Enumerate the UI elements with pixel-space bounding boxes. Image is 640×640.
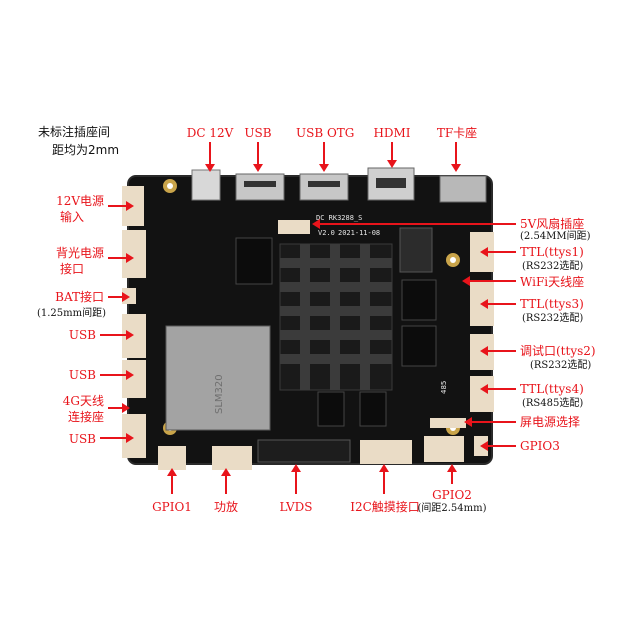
label-i2c: I2C触摸接口 bbox=[350, 500, 420, 514]
label-screen-power: 屏电源选择 bbox=[520, 415, 581, 429]
label-bat: BAT接口 bbox=[55, 290, 104, 304]
label-4g-line2: 连接座 bbox=[67, 410, 104, 424]
label-usb-left-1: USB bbox=[68, 328, 96, 342]
label-ttl1: TTL(ttys1) bbox=[520, 245, 584, 259]
label-gpio2: GPIO2 bbox=[432, 488, 472, 502]
silk-485: 485 bbox=[440, 381, 448, 394]
spacing-note-line2: 距均为2mm bbox=[52, 143, 120, 157]
connector-amp bbox=[212, 446, 252, 470]
label-ttl4-option: (RS485选配) bbox=[522, 398, 584, 409]
label-12v-line1: 12V电源 bbox=[56, 194, 104, 208]
label-ttl1-option: (RS232选配) bbox=[522, 261, 584, 272]
label-tf: TF卡座 bbox=[436, 126, 478, 140]
label-fan: 5V风扇插座 bbox=[520, 217, 585, 231]
silk-date: 2021-11-08 bbox=[338, 229, 380, 237]
connector-ttl4 bbox=[470, 376, 494, 412]
fan-header bbox=[278, 220, 310, 234]
dc-jack bbox=[191, 169, 221, 201]
memory-chip bbox=[317, 391, 345, 427]
connector-gpio1 bbox=[158, 446, 186, 470]
label-lvds: LVDS bbox=[279, 500, 313, 514]
label-bat-spacing: (1.25mm间距) bbox=[36, 308, 106, 319]
label-usb-left-2: USB bbox=[68, 368, 96, 382]
label-hdmi: HDMI bbox=[373, 126, 411, 140]
label-ttl4: TTL(ttys4) bbox=[520, 382, 584, 396]
connector-backlight bbox=[122, 230, 146, 278]
label-4g-line1: 4G天线 bbox=[62, 394, 104, 408]
tf-card-slot bbox=[439, 175, 487, 203]
4g-module bbox=[165, 325, 271, 431]
label-dc12v: DC 12V bbox=[186, 126, 234, 140]
label-usb-top: USB bbox=[244, 126, 272, 140]
label-12v-line2: 输入 bbox=[59, 210, 84, 224]
label-usb-left-3: USB bbox=[68, 432, 96, 446]
label-usb-otg: USB OTG bbox=[296, 126, 355, 140]
label-fan-spacing: (2.54MM间距) bbox=[520, 231, 591, 242]
spacing-note-line1: 未标注插座间 bbox=[38, 125, 111, 139]
connector-usb-2 bbox=[122, 360, 146, 398]
connector-i2c bbox=[360, 440, 412, 464]
label-backlight-line1: 背光电源 bbox=[55, 246, 104, 260]
label-backlight-line2: 接口 bbox=[59, 262, 84, 276]
label-gpio2-spacing: (间距2.54mm) bbox=[417, 503, 487, 514]
connector-usb-3 bbox=[122, 414, 146, 458]
label-ttl3: TTL(ttys3) bbox=[520, 297, 584, 311]
wifi-module bbox=[399, 227, 433, 273]
memory-chip bbox=[359, 391, 387, 427]
memory-chip bbox=[401, 325, 437, 367]
connector-bat bbox=[122, 288, 136, 304]
label-ttl3-option: (RS232选配) bbox=[522, 313, 584, 324]
heatsink bbox=[279, 243, 393, 391]
label-debug: 调试口(ttys2) bbox=[520, 344, 596, 358]
silk-module: SLM320 bbox=[214, 374, 225, 414]
label-gpio3: GPIO3 bbox=[520, 439, 560, 453]
silk-version: V2.0 bbox=[318, 229, 335, 237]
connector-gpio2 bbox=[424, 436, 464, 462]
label-amp: 功放 bbox=[213, 500, 238, 514]
label-debug-option: (RS232选配) bbox=[530, 360, 592, 371]
connector-lvds bbox=[257, 439, 351, 463]
emmc-chip bbox=[235, 237, 273, 285]
silk-model: DC RK3288_S bbox=[316, 214, 362, 222]
label-wifi: WiFi天线座 bbox=[520, 275, 585, 289]
memory-chip bbox=[401, 279, 437, 321]
label-gpio1: GPIO1 bbox=[152, 500, 192, 514]
header-screen-power bbox=[430, 418, 466, 428]
